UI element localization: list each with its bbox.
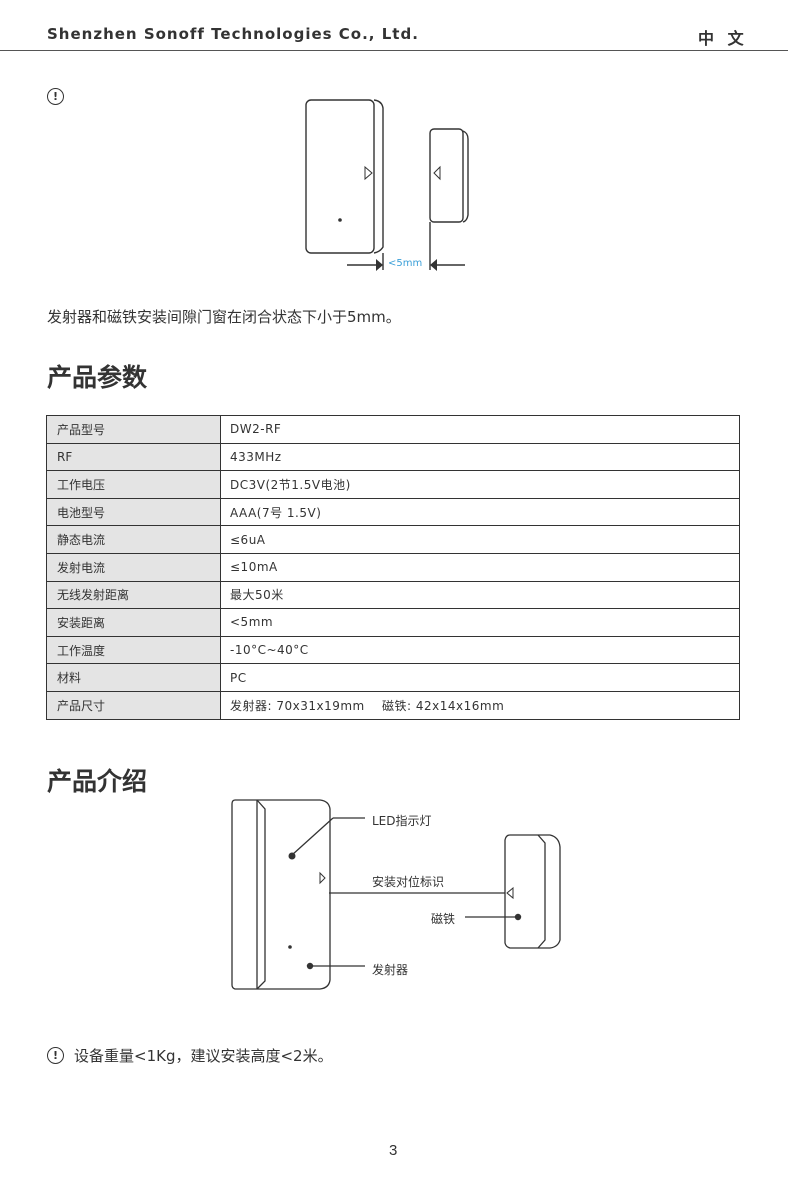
spec-value: ≤10mA: [220, 552, 740, 582]
warning-icon: !: [47, 88, 64, 105]
spec-label: RF: [46, 442, 221, 472]
install-gap-diagram: [305, 99, 469, 271]
product-diagram: [231, 799, 561, 990]
spec-value: <5mm: [220, 608, 740, 637]
alignment-mark-label: 安装对位标识: [372, 875, 445, 889]
spec-value: DW2-RF: [220, 415, 740, 444]
specs-title: 产品参数: [47, 363, 148, 392]
spec-label: 工作温度: [46, 635, 221, 665]
spec-value: AAA(7号 1.5V): [220, 497, 740, 527]
spec-row: 安装距离<5mm: [46, 608, 740, 637]
page-number: 3: [389, 1142, 398, 1159]
spec-label: 静态电流: [46, 525, 221, 554]
company-name: Shenzhen Sonoff Technologies Co., Ltd.: [47, 25, 419, 43]
spec-row: 无线发射距离最大50米: [46, 580, 740, 610]
gap-label: <5mm: [388, 258, 423, 269]
spec-value: -10°C~40°C: [220, 635, 740, 665]
spec-label: 电池型号: [46, 497, 221, 527]
spec-row: 产品尺寸发射器: 70x31x19mm 磁铁: 42x14x16mm: [46, 690, 740, 720]
spec-row: 静态电流≤6uA: [46, 525, 740, 554]
spec-label: 发射电流: [46, 552, 221, 582]
spec-value: DC3V(2节1.5V电池): [220, 470, 740, 499]
transmitter-label: 发射器: [372, 963, 409, 977]
spec-row: 工作温度-10°C~40°C: [46, 635, 740, 665]
spec-label: 安装距离: [46, 608, 221, 637]
spec-label: 产品尺寸: [46, 690, 221, 720]
intro-title: 产品介绍: [47, 767, 148, 796]
spec-label: 材料: [46, 663, 221, 692]
spec-value: 发射器: 70x31x19mm 磁铁: 42x14x16mm: [220, 690, 740, 720]
header-divider: [0, 50, 788, 51]
spec-value: PC: [220, 663, 740, 692]
warning-icon: !: [47, 1047, 64, 1064]
led-label: LED指示灯: [372, 814, 432, 828]
magnet-label: 磁铁: [431, 912, 456, 926]
weight-warning: 设备重量<1Kg，建议安装高度<2米。: [74, 1047, 333, 1065]
install-note: 发射器和磁铁安装间隙门窗在闭合状态下小于5mm。: [47, 308, 401, 326]
language-label: 中 文: [698, 29, 748, 48]
spec-value: ≤6uA: [220, 525, 740, 554]
spec-label: 产品型号: [46, 415, 221, 444]
spec-row: 发射电流≤10mA: [46, 552, 740, 582]
spec-value: 最大50米: [220, 580, 740, 610]
spec-label: 无线发射距离: [46, 580, 221, 610]
spec-value: 433MHz: [220, 442, 740, 472]
spec-label: 工作电压: [46, 470, 221, 499]
